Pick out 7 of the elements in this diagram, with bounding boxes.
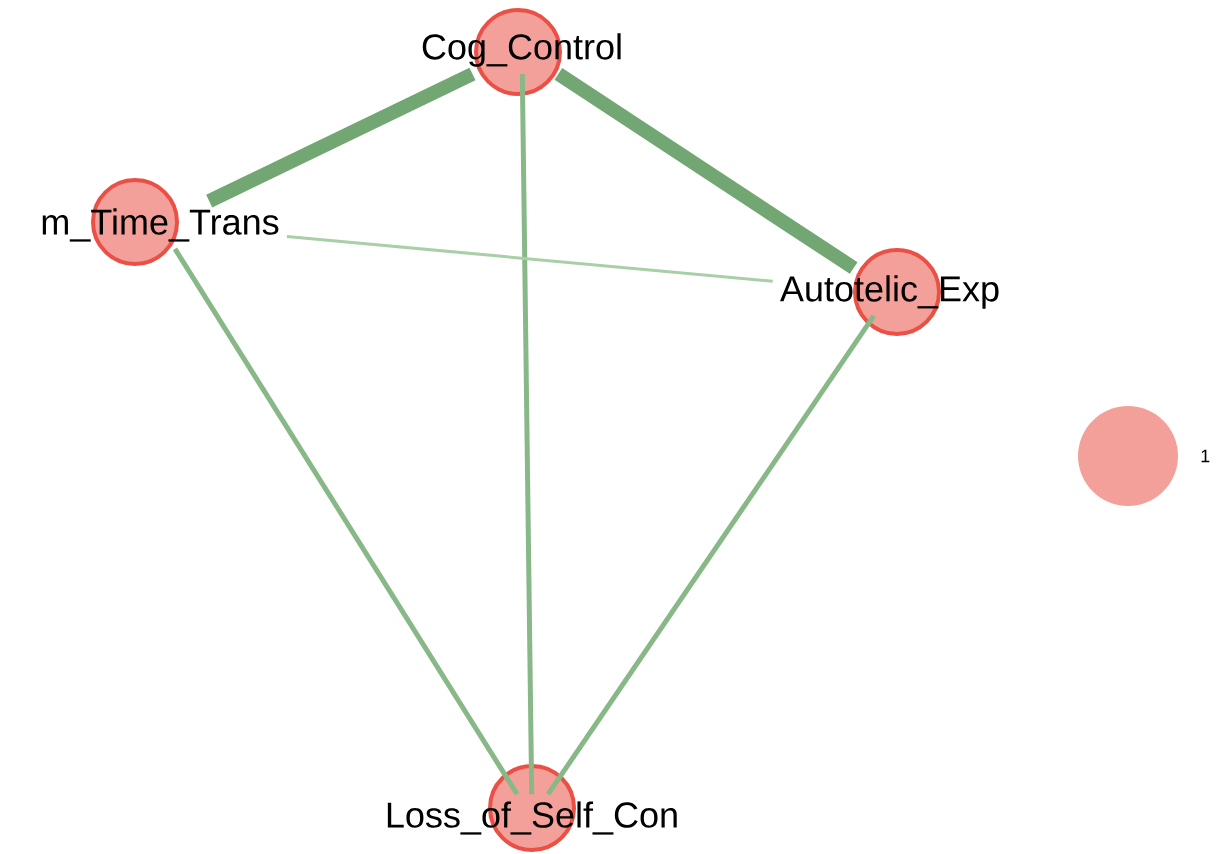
edge-line bbox=[172, 247, 520, 796]
edge-line bbox=[206, 67, 476, 208]
edge-line bbox=[546, 314, 876, 796]
edge-line bbox=[519, 73, 535, 795]
edge-line bbox=[286, 235, 773, 283]
edge-line bbox=[554, 68, 858, 274]
legend-label: 1 bbox=[1201, 449, 1210, 463]
